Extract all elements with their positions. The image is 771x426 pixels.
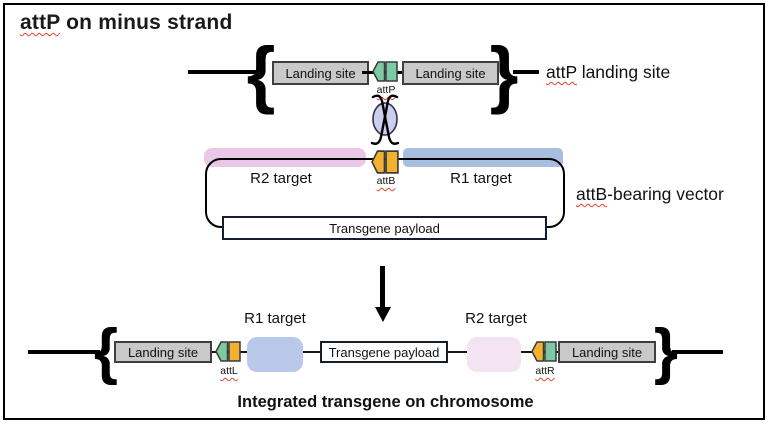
- attl-rect: [228, 341, 241, 362]
- transgene-payload-box-vector: Transgene payload: [222, 216, 547, 240]
- caption-rest: landing site: [576, 62, 671, 82]
- r2-target-highlight: [204, 148, 366, 167]
- attp-label: attP: [376, 84, 396, 96]
- attb-label: attB: [376, 175, 396, 187]
- attp-rect: [385, 61, 398, 82]
- attb-vector-caption: attB-bearing vector: [576, 184, 724, 205]
- landing-site-label: Landing site: [571, 344, 643, 360]
- landing-site-box-bottom-right: Landing site: [558, 341, 656, 363]
- title-rest: on minus strand: [60, 11, 233, 34]
- title-attp-word: attP: [20, 11, 61, 34]
- transgene-payload-label: Transgene payload: [329, 220, 440, 236]
- attr-pentagon: [531, 341, 545, 362]
- brace-close-top: }: [489, 32, 519, 115]
- attr-label: attR: [535, 365, 555, 377]
- landing-site-label: Landing site: [285, 65, 356, 81]
- attl-label: attL: [220, 365, 238, 377]
- page-title: attP on minus strand: [20, 11, 232, 35]
- landing-site-box-top-left: Landing site: [272, 61, 369, 85]
- landing-site-box-bottom-left: Landing site: [114, 341, 212, 363]
- r2-target-block: [467, 337, 521, 372]
- brace-open-top: {: [246, 32, 276, 115]
- transgene-payload-box-integrated: Transgene payload: [320, 341, 448, 363]
- caption-rest: -bearing vector: [607, 184, 724, 204]
- chromosome-line-top-left: [188, 70, 260, 74]
- chromosome-line-bottom-right: [672, 350, 723, 354]
- attp-pentagon: [372, 61, 386, 82]
- r1-target-label-bottom: R1 target: [244, 310, 306, 327]
- r2-target-label: R2 target: [250, 170, 312, 187]
- r1-target-label: R1 target: [450, 170, 512, 187]
- integrated-caption: Integrated transgene on chromosome: [237, 393, 534, 411]
- down-arrow-shaft: [380, 266, 385, 308]
- attb-site-icon: [371, 150, 399, 174]
- r2-target-label-bottom: R2 target: [465, 310, 527, 327]
- chromosome-line-top-right: [513, 70, 539, 74]
- recombination-crossover-icon: [370, 94, 400, 145]
- attl-site-icon: [215, 341, 241, 362]
- landing-site-box-top-right: Landing site: [402, 61, 499, 85]
- down-arrow-head: [374, 307, 391, 322]
- caption-attp-word: attP: [546, 62, 577, 82]
- outer-border: [3, 3, 765, 420]
- attb-rect: [385, 150, 399, 174]
- landing-site-label: Landing site: [127, 344, 199, 360]
- transgene-payload-label: Transgene payload: [328, 344, 440, 360]
- crossover-strand-b: [370, 94, 399, 145]
- attl-pentagon: [215, 341, 229, 362]
- caption-attb-word: attB: [576, 184, 608, 204]
- landing-site-label: Landing site: [415, 65, 486, 81]
- attp-site-icon: [372, 61, 398, 82]
- chromosome-line-bottom-left: [28, 350, 100, 354]
- attb-pentagon: [371, 150, 386, 174]
- attr-rect: [544, 341, 557, 362]
- attr-site-icon: [531, 341, 557, 362]
- r1-target-highlight: [403, 148, 563, 167]
- attp-landing-site-caption: attP landing site: [546, 62, 670, 83]
- r1-target-block: [247, 337, 303, 372]
